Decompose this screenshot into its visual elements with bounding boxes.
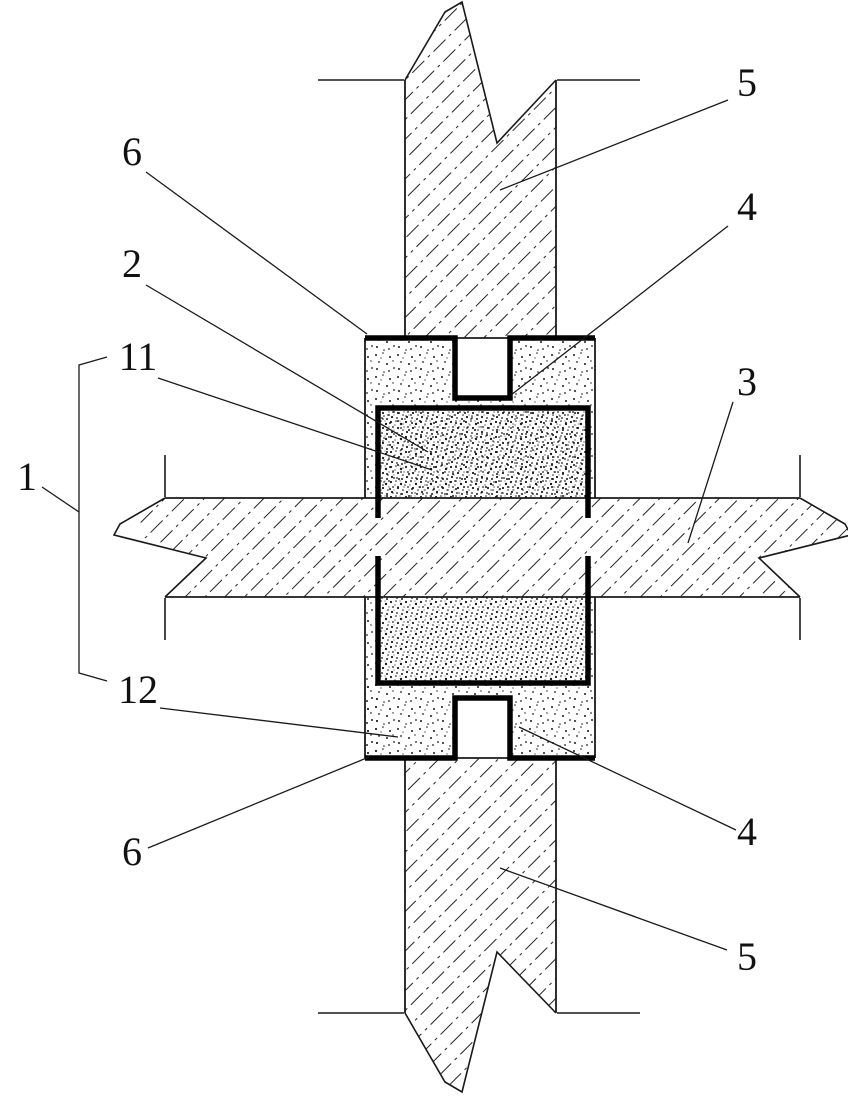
label-2-left: 2 [122,241,142,286]
label-11-left: 11 [119,334,158,379]
floor-slab-section [140,498,848,597]
break-masks [60,0,848,1096]
label-3-right: 3 [737,359,757,404]
callout-labels: 5 4 3 6 2 11 1 12 6 4 5 [17,60,757,979]
groove-lower [455,698,510,758]
label-6-bottom-left: 6 [122,829,142,874]
leader-3 [687,401,734,544]
leader-5-top [499,99,729,191]
break-mask-left [60,498,206,597]
break-line-left [112,497,208,598]
leader-12 [159,707,399,738]
label-1-left: 1 [17,454,37,499]
cut-stubs [164,79,801,1014]
grout-core-lower [378,597,588,683]
channel-plates [365,335,595,761]
grout-strip-lower-right [588,597,595,758]
bracket-connector-1 [41,486,80,513]
label-12-left: 12 [118,667,158,712]
label-5-top: 5 [737,60,757,105]
leader-11 [157,377,433,471]
break-line-top [404,0,557,145]
leader-lines [41,99,737,951]
member-outlines [165,80,800,1013]
break-line-bottom [404,950,557,1094]
leader-6-top [145,171,368,335]
grout-core-upper [378,408,588,498]
top-plate-with-groove [365,335,595,401]
leader-2 [145,284,429,453]
bracket-label-1 [78,356,108,682]
lower-u-channel [375,556,591,686]
leader-4-top [510,225,729,396]
label-5-bottom-right: 5 [737,934,757,979]
break-lines [112,0,848,1094]
break-line-right [757,497,848,598]
label-6-top-left: 6 [122,129,142,174]
label-4-bottom-right: 4 [737,809,757,854]
label-4-top: 4 [737,184,757,229]
break-mask-bottom [405,952,556,1096]
upper-u-channel [375,405,591,518]
leader-6-bottom [147,756,370,849]
groove-upper [455,338,510,398]
break-mask-top [405,0,556,143]
leader-4-bottom [518,726,737,831]
leader-5-bottom [499,867,728,951]
bottom-plate-with-groove [365,695,595,761]
